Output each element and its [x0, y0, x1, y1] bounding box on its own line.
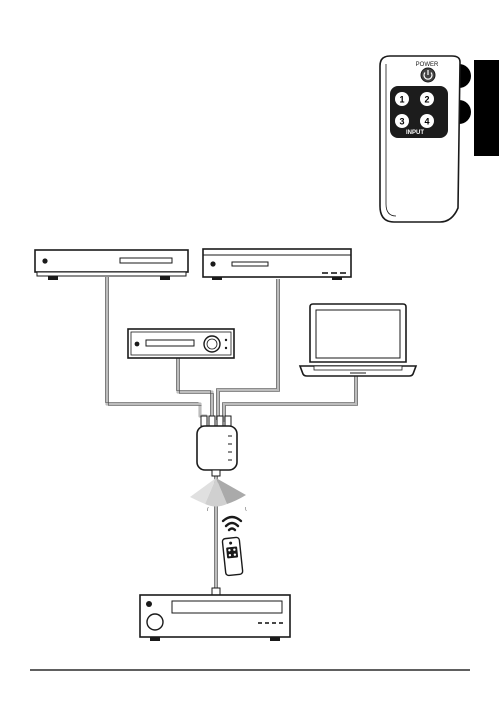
svg-text:4: 4	[424, 117, 429, 127]
av-receiver-small	[128, 329, 234, 358]
svg-text:3: 3	[399, 117, 404, 127]
svg-text:/: /	[207, 507, 209, 513]
svg-text:1: 1	[399, 95, 404, 105]
set-top-box	[203, 249, 351, 280]
laptop-icon	[300, 304, 416, 376]
hdmi-switch	[197, 416, 237, 476]
input-button-1[interactable]: 1	[395, 92, 409, 106]
ir-signal-cone: / \	[190, 478, 247, 513]
side-tab	[474, 60, 499, 156]
power-button[interactable]	[421, 68, 435, 82]
remote-control: POWER 1 2 3 4 INPUT	[380, 56, 460, 222]
input-label: INPUT	[406, 130, 424, 136]
small-remote	[222, 537, 243, 576]
input-button-2[interactable]: 2	[420, 92, 434, 106]
cable-receiver-mid	[178, 358, 212, 422]
cable-laptop	[224, 375, 356, 422]
svg-text:2: 2	[424, 95, 429, 105]
bluray-player	[35, 250, 188, 280]
wifi-signal-icon	[223, 517, 241, 530]
av-receiver-main	[140, 588, 290, 641]
input-button-4[interactable]: 4	[420, 114, 434, 128]
power-label: POWER	[416, 62, 439, 68]
svg-text:\: \	[245, 507, 247, 513]
input-button-3[interactable]: 3	[395, 114, 409, 128]
